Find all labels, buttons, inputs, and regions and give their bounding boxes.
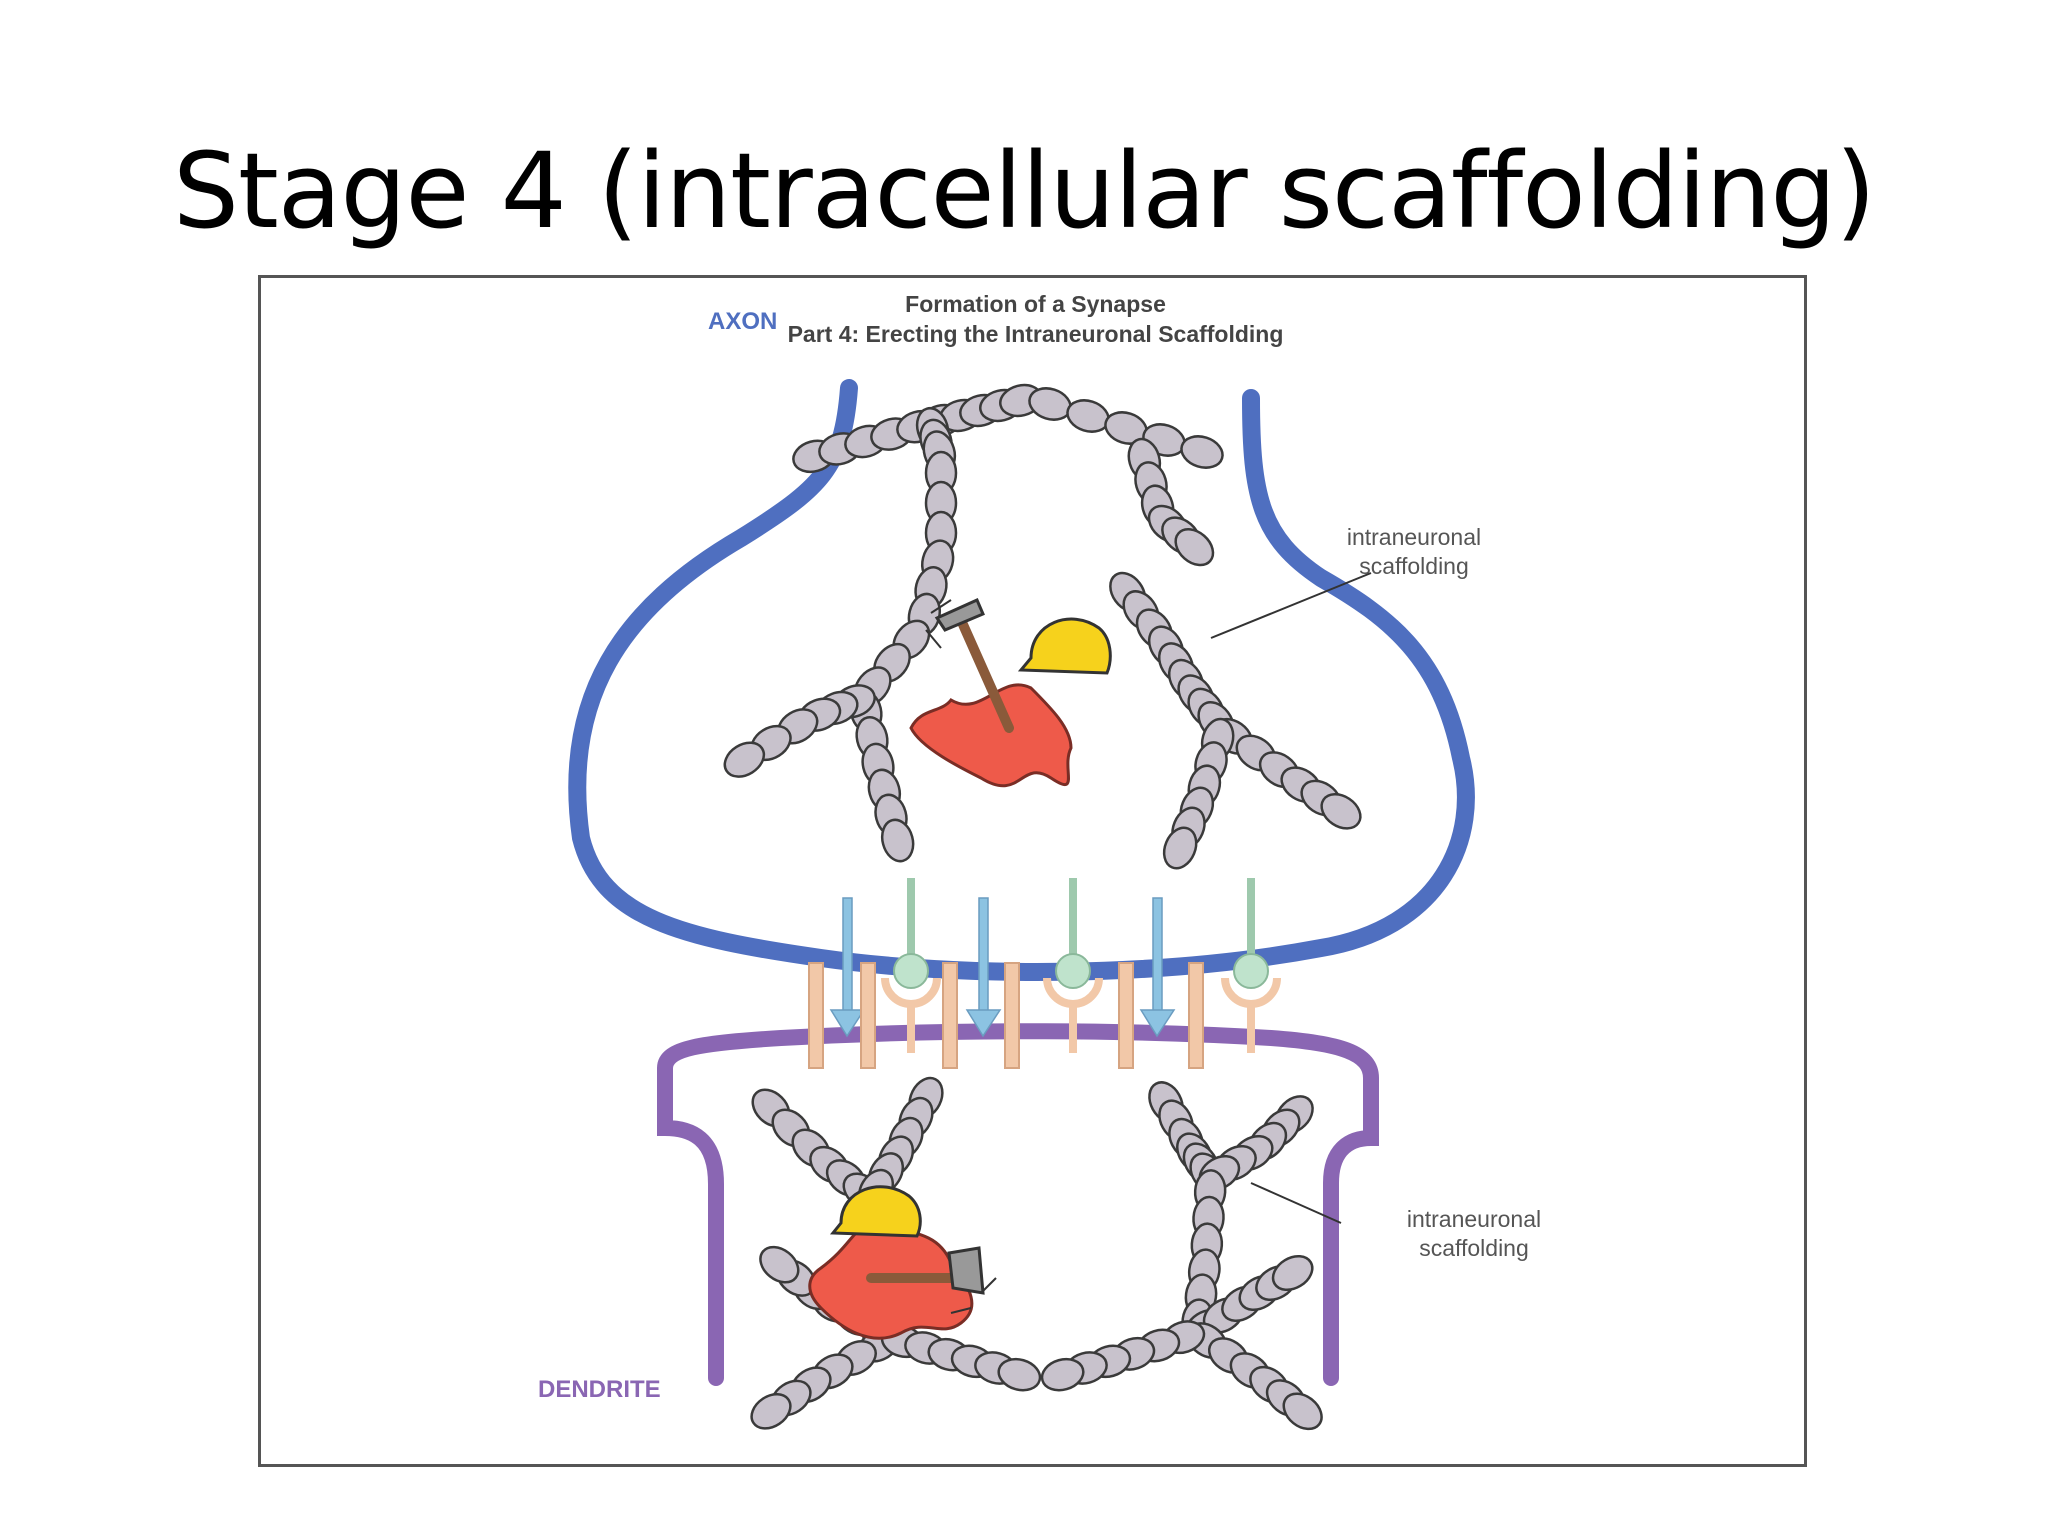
figure-title: Formation of a Synapse xyxy=(905,291,1166,317)
scaffold-bead xyxy=(1282,1392,1323,1431)
hard-hat-icon xyxy=(1017,617,1112,675)
hammer-icon xyxy=(934,598,1014,733)
adhesion-pillars xyxy=(808,962,1204,1069)
dendrite-membrane xyxy=(657,1023,1379,1386)
axon-scaffolding xyxy=(723,383,1362,870)
receptor xyxy=(1043,878,1103,1053)
leader-line-top xyxy=(1210,572,1372,639)
leader-line-bottom xyxy=(1250,1182,1342,1224)
worker-with-hammer-icon xyxy=(909,598,1112,788)
hard-hat-icon xyxy=(829,1185,922,1238)
slide-title: Stage 4 (intracellular scaffolding) xyxy=(172,130,1876,252)
scaffolding-label-top-line1: intraneuronal xyxy=(1346,524,1482,550)
receptor xyxy=(1221,878,1281,1053)
receptor xyxy=(881,878,941,1053)
scaffold-bead xyxy=(759,1245,800,1284)
receptors xyxy=(881,878,1281,1053)
synapse-diagram xyxy=(568,379,1475,1431)
axon-membrane xyxy=(568,379,1475,981)
scaffold-bead xyxy=(1162,826,1198,870)
scaffold-bead xyxy=(880,818,915,863)
scaffolding-label-bottom-line1: intraneuronal xyxy=(1406,1206,1542,1232)
arrow-down-icon xyxy=(965,897,1002,1038)
scaffold-bead xyxy=(723,741,766,778)
scaffolding-label-bottom-line2: scaffolding xyxy=(1419,1235,1529,1261)
arrow-down-icon xyxy=(1139,897,1176,1038)
arrow-down-icon xyxy=(829,897,866,1038)
figure-subtitle: Part 4: Erecting the Intraneuronal Scaff… xyxy=(787,321,1284,347)
axon-label: AXON xyxy=(708,308,778,335)
dendrite-label: DENDRITE xyxy=(538,1376,661,1403)
scaffolding-label-bottom: intraneuronal scaffolding xyxy=(1354,1205,1594,1263)
scaffold-bead xyxy=(1180,435,1224,469)
scaffold-bead xyxy=(1040,1357,1085,1392)
worker-with-hammer-icon xyxy=(808,1185,997,1340)
scaffold-bead xyxy=(997,1357,1042,1392)
scaffolding-label-top: intraneuronal scaffolding xyxy=(1294,523,1534,581)
scaffold-bead xyxy=(1320,793,1362,830)
scaffold-bead xyxy=(1066,399,1110,433)
cleft-arrows xyxy=(829,897,1176,1038)
hammer-icon xyxy=(866,1246,985,1295)
scaffold-bead xyxy=(1174,528,1215,567)
scaffold-bead xyxy=(1271,1254,1314,1292)
scaffold-bead xyxy=(750,1393,792,1430)
synapse-figure: Formation of a Synapse Part 4: Erecting … xyxy=(258,275,1807,1467)
dendrite-scaffolding xyxy=(750,1076,1323,1431)
scaffolding-label-top-line2: scaffolding xyxy=(1359,553,1469,579)
